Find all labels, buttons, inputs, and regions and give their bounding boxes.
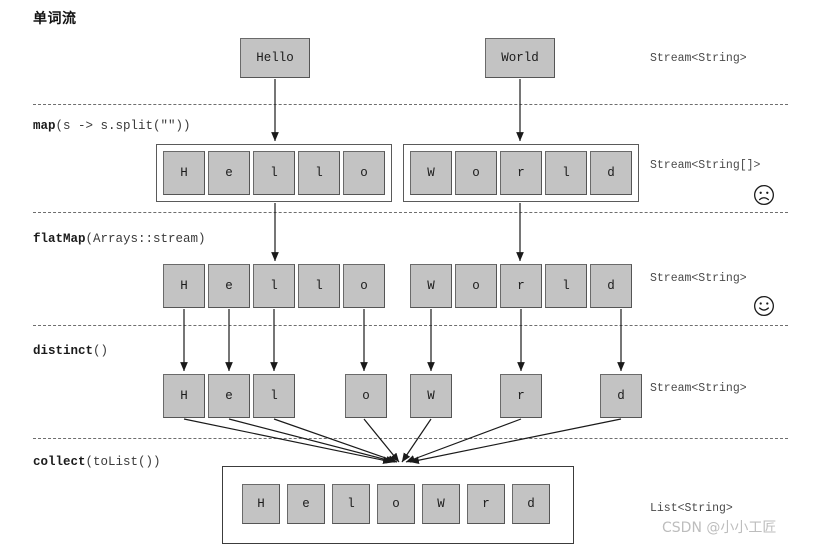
smiley-face-icon [753, 295, 775, 317]
map-cell-1-0: W [410, 151, 452, 195]
flatmap-cell-5: W [410, 264, 452, 308]
separator-after-map [33, 212, 788, 213]
map-cell-0-1: e [208, 151, 250, 195]
op-args-flatmap: (Arrays::stream) [85, 232, 206, 246]
cell-label: r [482, 497, 490, 511]
cell-label: o [362, 389, 370, 403]
sad-face-icon [753, 184, 775, 206]
type-label-collect: List<String> [650, 502, 733, 515]
cell-label: e [225, 389, 233, 403]
flatmap-cell-4: o [343, 264, 385, 308]
cell-label: o [472, 166, 480, 180]
map-cell-1-3: l [545, 151, 587, 195]
cell-label: W [427, 389, 435, 403]
source-word-box-0: Hello [240, 38, 310, 78]
cell-label: r [517, 279, 525, 293]
cell-label: d [617, 389, 625, 403]
cell-label: e [302, 497, 310, 511]
cell-label: o [360, 166, 368, 180]
op-name-collect: collect [33, 455, 86, 469]
op-name-map: map [33, 119, 56, 133]
collect-cell-0: H [242, 484, 280, 524]
cell-label: e [225, 166, 233, 180]
distinct-cell-3: o [345, 374, 387, 418]
watermark-label: CSDN @小小工匠 [662, 520, 777, 536]
cell-label: H [180, 389, 188, 403]
op-label-collect: collect(toList()) [33, 455, 161, 469]
source-word-box-1: World [485, 38, 555, 78]
separator-after-flatmap [33, 325, 788, 326]
op-label-flatmap: flatMap(Arrays::stream) [33, 232, 206, 246]
distinct-cell-6: d [600, 374, 642, 418]
map-cell-0-4: o [343, 151, 385, 195]
cell-label: l [270, 166, 278, 180]
cell-label: r [517, 166, 525, 180]
type-label-map: Stream<String[]> [650, 159, 761, 172]
op-label-distinct: distinct() [33, 344, 108, 358]
cell-label: l [562, 166, 570, 180]
page-title: 单词流 [33, 11, 77, 27]
op-label-map: map(s -> s.split("")) [33, 119, 191, 133]
op-name-flatmap: flatMap [33, 232, 86, 246]
flatmap-cell-9: d [590, 264, 632, 308]
map-cell-0-2: l [253, 151, 295, 195]
distinct-cell-4: W [410, 374, 452, 418]
collect-cell-4: W [422, 484, 460, 524]
flatmap-cell-0: H [163, 264, 205, 308]
op-args-distinct: () [93, 344, 109, 358]
cell-label: l [347, 497, 355, 511]
source-word-label: Hello [256, 51, 294, 65]
map-cell-1-1: o [455, 151, 497, 195]
map-cell-0-3: l [298, 151, 340, 195]
flatmap-cell-3: l [298, 264, 340, 308]
cell-label: l [315, 166, 323, 180]
distinct-cell-0: H [163, 374, 205, 418]
cell-label: H [257, 497, 265, 511]
flatmap-cell-7: r [500, 264, 542, 308]
type-label-source: Stream<String> [650, 52, 747, 65]
cell-label: d [607, 166, 615, 180]
collect-cell-3: o [377, 484, 415, 524]
cell-label: d [607, 279, 615, 293]
op-name-distinct: distinct [33, 344, 94, 358]
cell-label: H [180, 166, 188, 180]
cell-label: e [225, 279, 233, 293]
separator-after-source [33, 104, 788, 105]
flatmap-cell-6: o [455, 264, 497, 308]
op-args-collect: (toList()) [85, 455, 161, 469]
op-args-map: (s -> s.split("")) [55, 119, 191, 133]
distinct-cell-1: e [208, 374, 250, 418]
collect-cell-1: e [287, 484, 325, 524]
flatmap-cell-8: l [545, 264, 587, 308]
separator-after-distinct [33, 438, 788, 439]
cell-label: o [360, 279, 368, 293]
cell-label: W [437, 497, 445, 511]
cell-label: d [527, 497, 535, 511]
source-word-label: World [501, 51, 539, 65]
cell-label: r [517, 389, 525, 403]
cell-label: W [427, 166, 435, 180]
cell-label: l [270, 389, 278, 403]
type-label-flatmap: Stream<String> [650, 272, 747, 285]
collect-cell-6: d [512, 484, 550, 524]
cell-label: o [392, 497, 400, 511]
collect-cell-2: l [332, 484, 370, 524]
cell-label: H [180, 279, 188, 293]
map-cell-1-2: r [500, 151, 542, 195]
flatmap-cell-1: e [208, 264, 250, 308]
type-label-distinct: Stream<String> [650, 382, 747, 395]
cell-label: l [270, 279, 278, 293]
flatmap-cell-2: l [253, 264, 295, 308]
cell-label: l [315, 279, 323, 293]
cell-label: W [427, 279, 435, 293]
map-cell-1-4: d [590, 151, 632, 195]
distinct-cell-2: l [253, 374, 295, 418]
distinct-cell-5: r [500, 374, 542, 418]
cell-label: l [562, 279, 570, 293]
collect-cell-5: r [467, 484, 505, 524]
cell-label: o [472, 279, 480, 293]
map-cell-0-0: H [163, 151, 205, 195]
